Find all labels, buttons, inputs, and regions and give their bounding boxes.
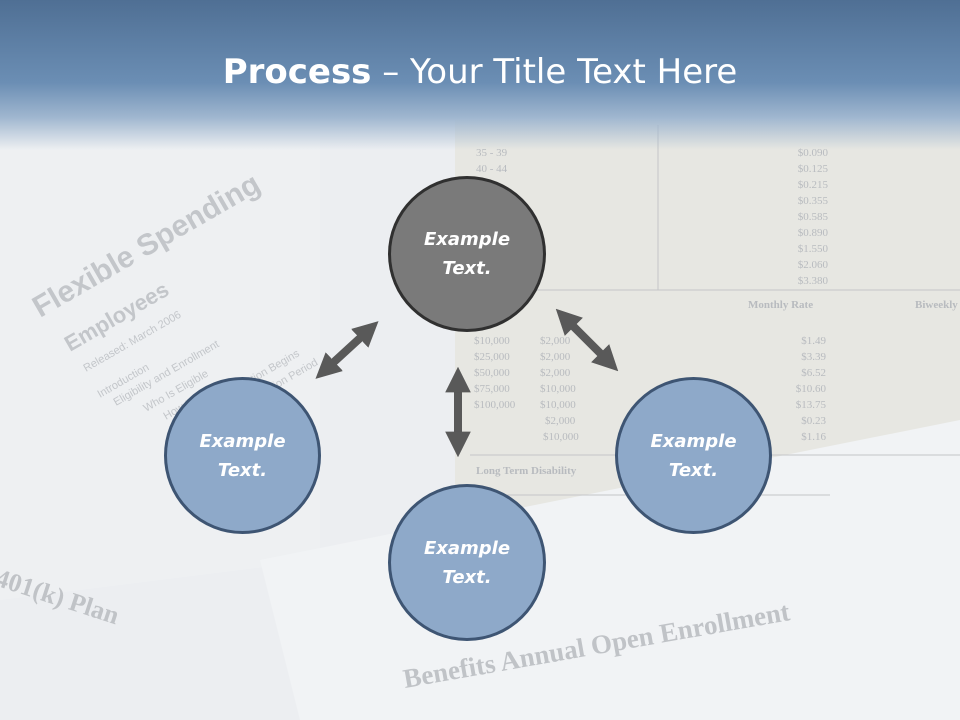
title-rest: – Your Title Text Here bbox=[371, 52, 738, 92]
child-cell: $2,000 bbox=[545, 415, 576, 427]
long-term-disability-label: Long Term Disability bbox=[476, 465, 577, 477]
coverage-cell: $10,000 bbox=[474, 335, 510, 347]
node-line: Example bbox=[650, 430, 737, 452]
rate-cell: $2.060 bbox=[798, 259, 829, 271]
monthly-cell: $3.39 bbox=[801, 351, 826, 363]
monthly-cell: $6.52 bbox=[801, 367, 826, 379]
rate-cell: $0.355 bbox=[798, 195, 829, 207]
rate-cell: $0.890 bbox=[798, 227, 829, 239]
age-row: 35 - 39 bbox=[476, 147, 508, 159]
rate-table-sheet bbox=[455, 120, 960, 520]
rate-cell: $0.090 bbox=[798, 147, 829, 159]
node-line: Example bbox=[423, 537, 511, 559]
title-bold: Process bbox=[222, 52, 372, 92]
rate-cell: $1.550 bbox=[798, 243, 829, 255]
rate-cell: $0.215 bbox=[798, 179, 829, 191]
biweekly-header: Biweekly bbox=[915, 299, 958, 311]
child-cell: $10,000 bbox=[540, 383, 576, 395]
node-line: Text. bbox=[217, 459, 268, 481]
rate-cell: $0.585 bbox=[798, 211, 829, 223]
rate-cell: $3.380 bbox=[798, 275, 829, 287]
node-line: Text. bbox=[442, 258, 492, 279]
child-cell: $2,000 bbox=[540, 351, 571, 363]
node-line: Example bbox=[199, 430, 286, 452]
child-cell: $10,000 bbox=[543, 431, 579, 443]
title-bar bbox=[0, 0, 960, 150]
monthly-cell: $1.49 bbox=[801, 335, 826, 347]
monthly-cell: $0.23 bbox=[801, 415, 826, 427]
node-line: Example bbox=[423, 229, 511, 250]
coverage-cell: $100,000 bbox=[474, 399, 516, 411]
coverage-cell: $25,000 bbox=[474, 351, 510, 363]
monthly-cell: $10.60 bbox=[796, 383, 827, 395]
monthly-rate-header: Monthly Rate bbox=[748, 299, 813, 311]
monthly-cell: $13.75 bbox=[796, 399, 827, 411]
child-cell: $2,000 bbox=[540, 335, 571, 347]
coverage-cell: $50,000 bbox=[474, 367, 510, 379]
node-line: Text. bbox=[668, 459, 719, 481]
rate-cell: $0.125 bbox=[798, 163, 829, 175]
age-row: 40 - 44 bbox=[476, 163, 508, 175]
monthly-cell: $1.16 bbox=[801, 431, 826, 443]
child-cell: $10,000 bbox=[540, 399, 576, 411]
coverage-cell: $75,000 bbox=[474, 383, 510, 395]
child-cell: $2,000 bbox=[540, 367, 571, 379]
node-line: Text. bbox=[442, 566, 492, 588]
slide-title: Process – Your Title Text Here bbox=[0, 52, 960, 92]
